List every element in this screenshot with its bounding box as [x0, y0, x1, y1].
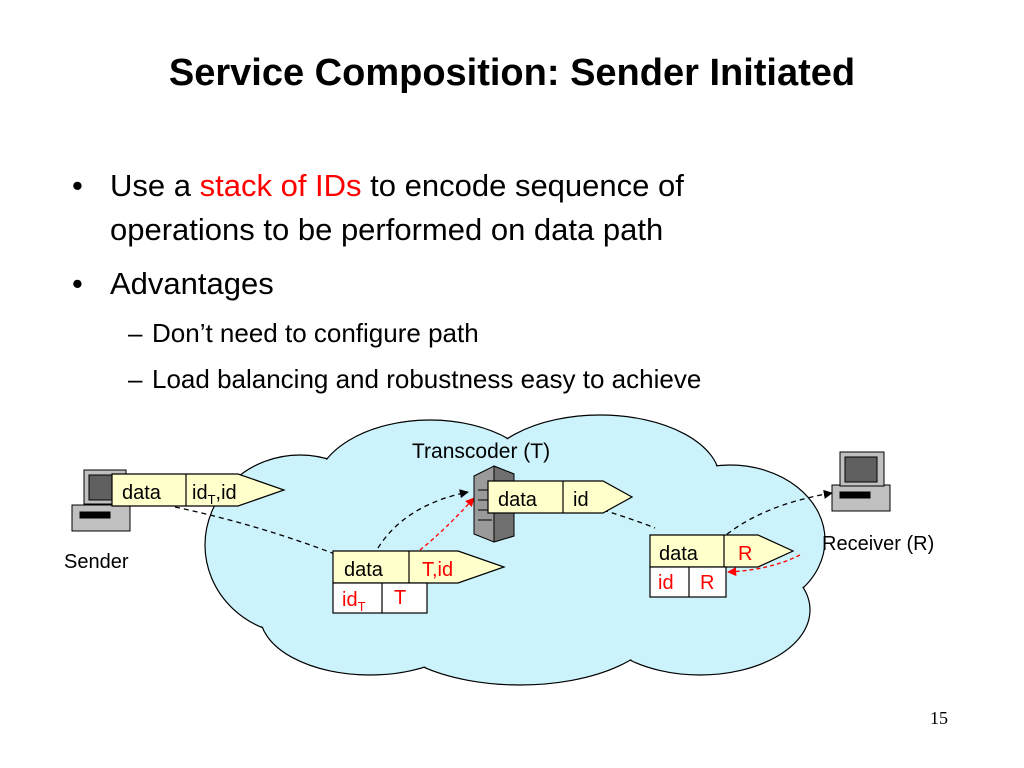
packet-data-field: data: [122, 482, 162, 504]
packet-receiver: data R id R: [649, 534, 795, 598]
bullet-marker: •: [72, 266, 83, 301]
bullet-text: Use a stack of IDs to encode sequence of: [110, 168, 684, 203]
packet-data-field: data: [344, 559, 384, 581]
stack-id-field: id: [658, 572, 674, 594]
stack-pop-arrows: [419, 497, 801, 577]
packet-mid: data T,id idT T: [332, 550, 506, 614]
slide-title: Service Composition: Sender Initiated: [168, 52, 856, 94]
sender-label: Sender: [64, 551, 129, 573]
data-path: [174, 489, 833, 557]
stack-id-field: idT: [342, 589, 366, 614]
sub-bullet-load-balancing: –Load balancing and robustness easy to a…: [128, 364, 701, 394]
bullet-marker: •: [72, 168, 83, 203]
packet-id-field: T,id: [422, 559, 453, 581]
bullet-text-line2: operations to be performed on data path: [110, 212, 664, 247]
transcoder-label: Transcoder (T): [412, 440, 550, 463]
stack-value-field: R: [700, 572, 714, 594]
packet-data-field: data: [498, 489, 538, 511]
bullet-text: Advantages: [110, 266, 274, 301]
sub-bullet-configure-path: –Don’t need to configure path: [128, 318, 479, 348]
sub-bullet-text: Load balancing and robustness easy to ac…: [152, 364, 702, 394]
packet-id-field: idT,id: [192, 482, 237, 507]
sub-bullet-marker: –: [128, 318, 143, 348]
id-stack: [649, 566, 727, 598]
page-number: 15: [930, 708, 948, 728]
stack-value-field: T: [394, 587, 406, 609]
sub-bullet-marker: –: [128, 364, 143, 394]
packet-sender: data idT,id: [111, 473, 286, 507]
highlight-stack-of-ids: stack of IDs: [199, 168, 362, 203]
packet-data-field: data: [659, 543, 699, 565]
receiver-computer-icon: [831, 451, 891, 512]
id-stack: [332, 582, 428, 614]
packet-transcoder: data id: [487, 480, 634, 514]
packet-id-field: id: [573, 489, 589, 511]
sub-bullet-text: Don’t need to configure path: [152, 318, 479, 348]
receiver-label: Receiver (R): [822, 533, 934, 555]
packet-id-field: R: [738, 543, 752, 565]
